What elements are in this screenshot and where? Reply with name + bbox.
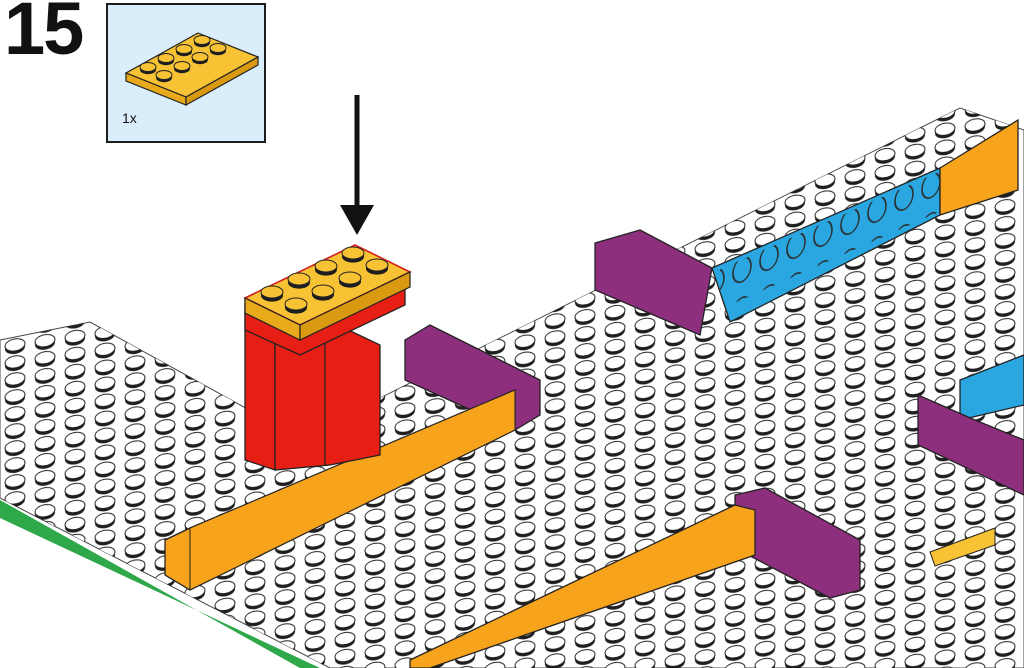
plate-2x4-icon xyxy=(124,32,260,107)
bottom-orange-beam xyxy=(409,504,756,668)
front-orange-beam xyxy=(164,389,516,591)
arrow-down-icon xyxy=(340,95,374,235)
new-plate-2x4 xyxy=(243,244,412,341)
step-number: 15 xyxy=(4,0,84,70)
back-beam-row xyxy=(594,118,1019,336)
part-quantity: 1x xyxy=(122,110,137,126)
right-beam-stack xyxy=(917,354,1024,496)
yellow-tab xyxy=(929,527,996,567)
parts-list-callout: 1x xyxy=(106,3,266,143)
